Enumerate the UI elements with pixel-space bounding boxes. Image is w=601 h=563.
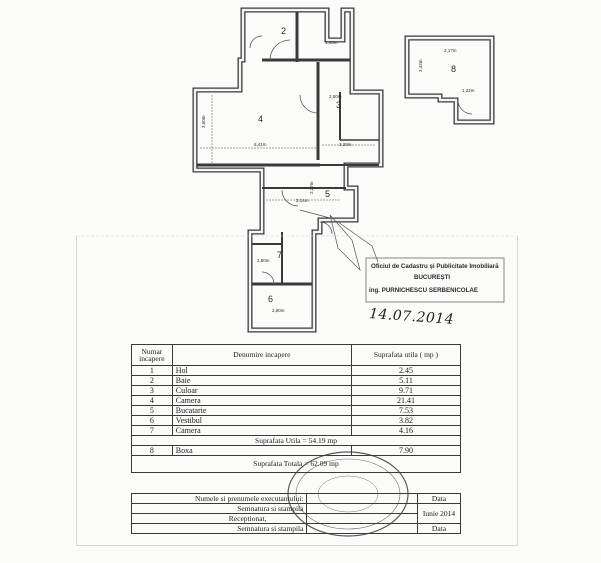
row-name: Culoar <box>171 385 352 396</box>
executant-label: Numele si prenumele executantului: <box>130 493 308 504</box>
reception-sign-space <box>306 523 419 534</box>
dim-room5-height: 2,27m <box>309 181 314 194</box>
header-useful-area: Suprafata utila ( mp ) <box>350 344 462 366</box>
row-name: Hol <box>171 365 352 376</box>
stamp-line-1: Oficiul de Cadastru și Publicitate Imobi… <box>371 263 499 270</box>
row-number: 4 <box>131 395 173 406</box>
table-header-row: Numar incapere Denumire incapere Suprafa… <box>131 344 462 366</box>
useful-area-total-row: Suprafata Utila = 54.19 mp <box>131 435 461 446</box>
dim-room8-small: 1,22m <box>462 88 475 93</box>
row-area: 7.53 <box>350 405 462 416</box>
total-area: Suprafata Totala = 62.09 mp <box>131 455 461 473</box>
row-number: 1 <box>131 365 173 376</box>
room-number-3: 3 <box>336 100 341 110</box>
executant-sign-space <box>306 503 419 514</box>
executant-date: Iunie 2014 <box>417 503 461 524</box>
table-row: 8 Boxa 7.90 <box>131 445 462 456</box>
executant-sign-row: Semnatura si stampila Iunie 2014 <box>130 503 461 524</box>
reception-label: Receptionat, <box>130 513 308 524</box>
row-name: Camera <box>171 425 352 436</box>
reception-space <box>306 513 419 524</box>
cadastral-stamp: Oficiul de Cadastru și Publicitate Imobi… <box>365 257 505 303</box>
row-number: 8 <box>131 445 173 456</box>
room-number-5: 5 <box>325 189 330 199</box>
header-room-number: Numar incapere <box>131 344 173 366</box>
row-area: 5.11 <box>350 375 462 386</box>
dim-room3-width: 3,20m <box>339 142 352 147</box>
dim-room3-height: 2,50m <box>329 94 342 99</box>
room-number-8: 8 <box>451 64 456 74</box>
room-number-2: 2 <box>281 26 286 36</box>
executant-date-label: Data <box>417 493 461 504</box>
room-number-4: 4 <box>258 114 263 124</box>
header-room-name: Denumire incapere <box>171 344 352 366</box>
reception-sign-row: Semnatura si stampila Data <box>130 523 461 534</box>
room-number-6: 6 <box>268 294 273 304</box>
row-name: Vestibul <box>171 415 352 426</box>
row-area: 21.41 <box>350 395 462 406</box>
executant-name <box>306 493 419 504</box>
row-area: 3.82 <box>350 415 462 426</box>
dim-room4-height: 3,60m <box>201 115 206 128</box>
useful-area-total: Suprafata Utila = 54.19 mp <box>131 435 461 446</box>
dim-room8-width: 2,17m <box>444 48 457 53</box>
dim-room8-height: 3,42m <box>418 59 423 72</box>
row-area: 2.45 <box>350 365 462 376</box>
dim-room7-width: 2,80m <box>257 258 270 263</box>
dim-room4-width: 5,41m <box>254 142 267 147</box>
row-name: Boxa <box>171 445 352 456</box>
apartment-walls <box>192 7 384 333</box>
row-number: 6 <box>131 415 173 426</box>
stamp-line-2: BUCUREȘTI <box>414 274 450 281</box>
row-name: Baie <box>171 375 352 386</box>
row-number: 7 <box>131 425 173 436</box>
executant-row: Numele si prenumele executantului: Data <box>130 493 461 504</box>
reception-date-label: Data <box>417 523 461 534</box>
row-area: 7.90 <box>350 445 462 456</box>
dim-room6-width: 2,80m <box>272 308 285 313</box>
row-name: Bucatarie <box>171 405 352 416</box>
reception-sign-label: Semnatura si stampila <box>130 523 308 534</box>
row-number: 2 <box>131 375 173 386</box>
scan-border-right <box>517 236 518 546</box>
dim-room2-width: 1,43m <box>325 40 338 45</box>
scan-border-bottom <box>76 545 518 546</box>
row-area: 4.16 <box>350 425 462 436</box>
room-number-7: 7 <box>277 250 282 260</box>
room-area-table: Numar incapere Denumire incapere Suprafa… <box>131 344 462 473</box>
row-number: 3 <box>131 385 173 396</box>
row-number: 5 <box>131 405 173 416</box>
stamp-line-3: ing. PURNICHESCU SERBENICOLAE <box>369 287 478 294</box>
scan-border-left <box>76 236 77 546</box>
total-area-row: Suprafata Totala = 62.09 mp <box>131 455 461 473</box>
entrance-arrow <box>299 209 379 272</box>
reception-row: Receptionat, <box>130 513 461 524</box>
storage-room-walls <box>404 35 495 125</box>
row-area: 9.71 <box>350 385 462 396</box>
executant-sign-label: Semnatura si stampila <box>130 503 308 514</box>
dim-room5-width: 3,14m <box>296 198 309 203</box>
signature-table: Numele si prenumele executantului: Data … <box>130 493 461 534</box>
row-name: Camera <box>171 395 352 406</box>
